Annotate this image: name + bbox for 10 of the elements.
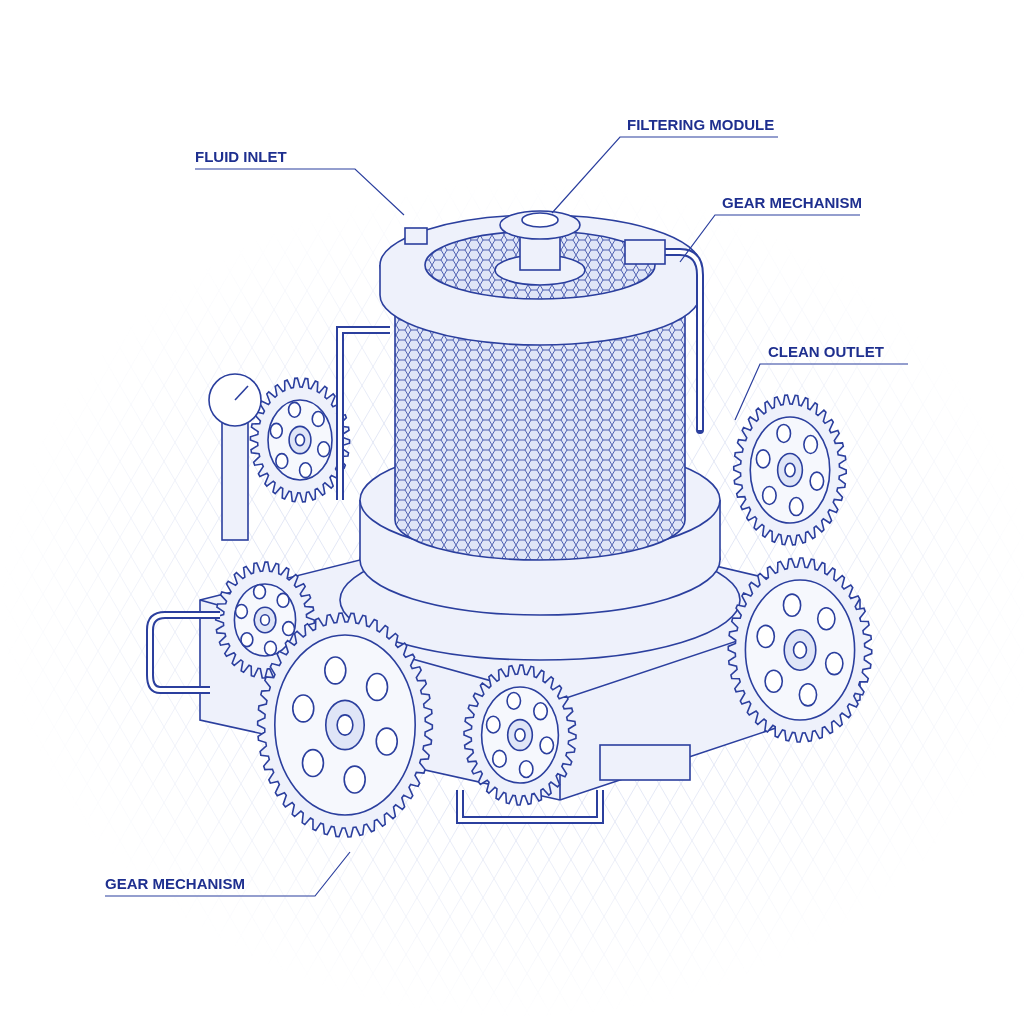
leader-line	[194, 168, 405, 216]
leader-line	[734, 363, 909, 421]
leader-line	[104, 851, 351, 897]
part-label: FILTERING MODULE	[627, 116, 775, 133]
part-label: CLEAN OUTLET	[768, 343, 884, 360]
part-label: GEAR MECHANISM	[105, 875, 245, 892]
part-label: FLUID INLET	[195, 148, 287, 165]
part-label: GEAR MECHANISM	[722, 194, 862, 211]
leader-line	[551, 136, 779, 214]
leader-line	[679, 214, 861, 263]
